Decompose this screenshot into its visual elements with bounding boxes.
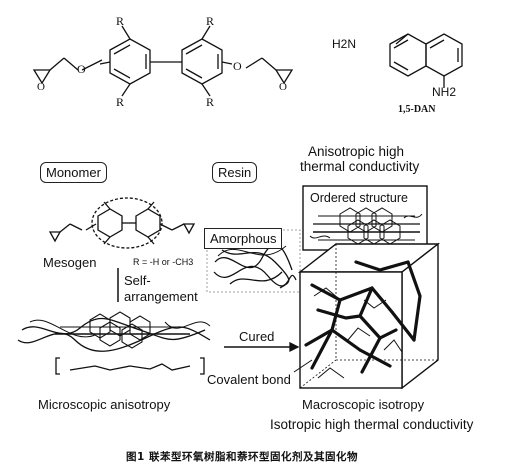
nh2-top-label: H2N [332, 37, 357, 51]
amorphous-tangle [206, 229, 301, 293]
microscopic-structure [17, 311, 211, 375]
oxygen-right-ether: O [233, 59, 242, 73]
self-arrangement-1: Self- [124, 273, 151, 288]
r-label-1: R [116, 14, 125, 28]
microscopic-anisotropy-label: Microscopic anisotropy [38, 397, 171, 412]
ordered-structure-box [302, 185, 428, 251]
figure-caption: 图1 联苯型环氧树脂和萘环型固化剂及其固化物 [126, 451, 358, 463]
oxygen-left-epoxide: O [37, 81, 45, 93]
nh2-right-label: NH2 [432, 85, 457, 99]
monomer-box: Monomer [40, 162, 107, 183]
covalent-bond-label: Covalent bond [207, 372, 291, 387]
r-definition-label: R = -H or -CH3 [133, 257, 194, 267]
mesogen-label: Mesogen [43, 255, 97, 270]
naphthalene-name: 1,5-DAN [398, 104, 436, 115]
mesogen-structure [48, 197, 196, 249]
anisotropic-title-2: thermal conductivity [300, 159, 420, 174]
r-label-3: R [206, 14, 215, 28]
naphthalene-structure [389, 33, 463, 88]
isotropic-high-label: Isotropic high thermal conductivity [270, 417, 474, 432]
ordered-structure-label: Ordered structure [310, 191, 408, 205]
amorphous-box: Amorphous [204, 228, 283, 249]
self-arrangement-2: arrangement [124, 289, 198, 304]
oxygen-right-epoxide: O [279, 81, 287, 93]
macroscopic-cube [297, 242, 441, 390]
macroscopic-isotropy-label: Macroscopic isotropy [302, 397, 425, 412]
r-label-4: R [206, 95, 215, 109]
oxygen-left-ether: O [77, 62, 86, 76]
biphenyl-epoxy-structure [32, 25, 294, 97]
anisotropic-title-1: Anisotropic high [308, 144, 405, 159]
cured-label: Cured [239, 329, 275, 344]
resin-box: Resin [212, 162, 258, 183]
r-label-2: R [116, 95, 125, 109]
